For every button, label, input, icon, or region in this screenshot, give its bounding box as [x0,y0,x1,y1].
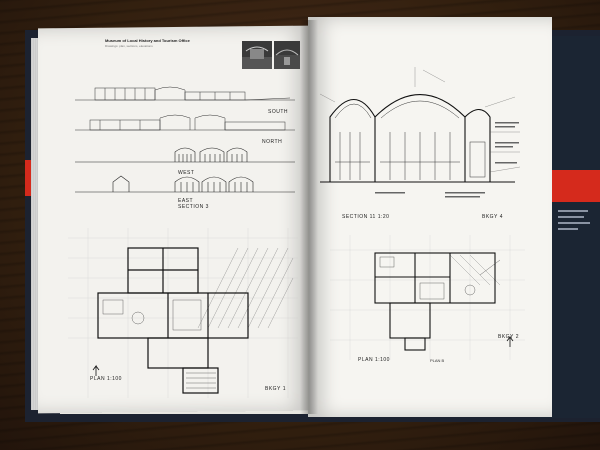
detail-label-left: BKGY 1 [265,386,286,392]
page-stack-edge [31,38,41,410]
building-photo-1 [242,41,272,69]
elevation-label-south: SOUTH [268,109,288,115]
arched-section-drawing [319,67,521,198]
cover-red-band-right [552,170,600,202]
detail-label-right: BKGY 4 [482,214,503,220]
floor-plan-right [330,235,525,360]
elevation-label-north: NORTH [262,139,283,145]
plan-marker-right: PLAN B [430,358,445,363]
elevation-label-west: WEST [178,170,195,176]
cover-fine-print [558,210,594,234]
elevation-label-east: EAST [178,198,194,204]
left-page-subtitle: Drawings: plan, sections, elevations [105,44,153,48]
plan-label-right: PLAN 1:100 [358,357,390,363]
section-label-right: SECTION 11 1:20 [342,214,390,220]
plan-label-left: PLAN 1:100 [90,376,122,382]
elevation-drawings [75,86,295,193]
page-stack-bottom [60,408,540,414]
floor-plan-left [68,228,298,398]
section-label-left: SECTION 3 [178,204,209,210]
left-page-title: Museum of Local History and Tourism Offi… [105,38,190,43]
book-gutter-shadow [300,20,318,414]
building-photo-2 [274,41,300,69]
north-label-right: BKGY 2 [498,334,519,340]
